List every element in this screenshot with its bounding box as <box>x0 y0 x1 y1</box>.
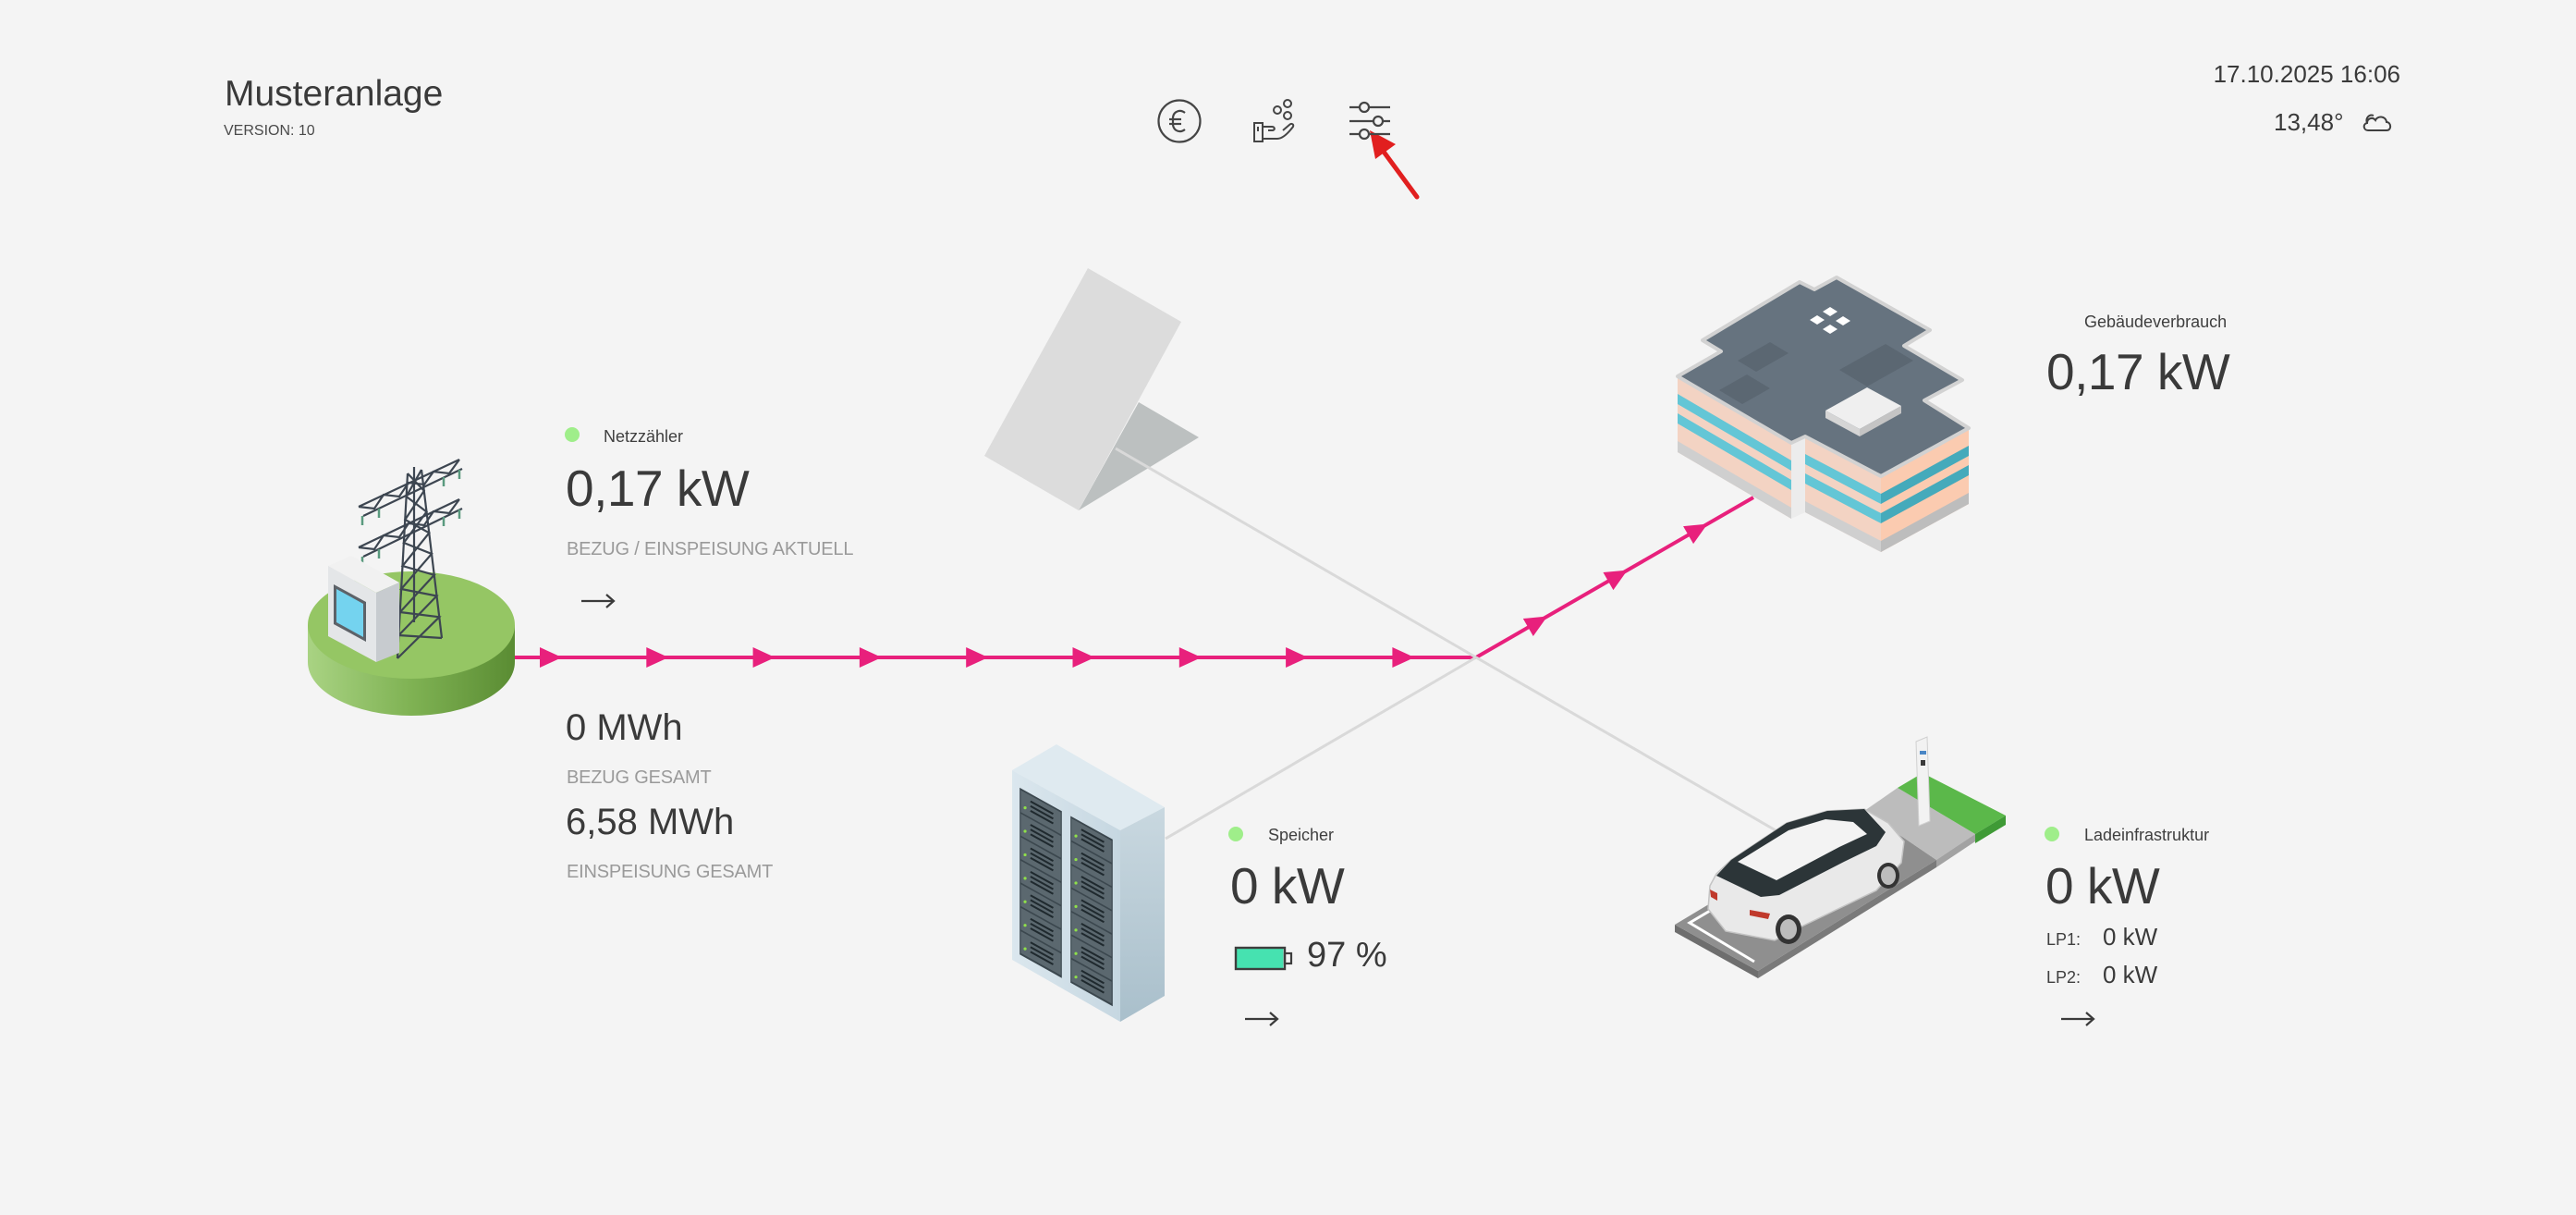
flow-line-solar-junction <box>1115 447 1477 659</box>
battery-power-value: 0 kW <box>1230 857 1345 914</box>
grid-meter-label: Netzzähler <box>604 427 684 446</box>
flow-line-battery-junction <box>1165 656 1477 841</box>
battery-racks <box>1019 787 1113 1007</box>
charging-station-illustration <box>1675 736 2006 978</box>
building-illustration <box>1676 276 1971 552</box>
flow-direction-arrow <box>1603 570 1628 591</box>
battery-led <box>1074 928 1078 932</box>
battery-level-fill <box>1236 948 1284 969</box>
flow-direction-arrow <box>966 647 989 668</box>
electric-car-icon <box>1707 808 1905 944</box>
status-dot <box>1228 827 1243 841</box>
status-dot <box>565 427 580 442</box>
sliders-icon <box>1349 101 1390 141</box>
flow-direction-arrow <box>1522 616 1548 637</box>
battery-soc-value: 97 % <box>1307 936 1387 975</box>
flow-direction-arrow <box>859 647 882 668</box>
datetime: 17.10.2025 16:06 <box>2213 60 2400 88</box>
flow-direction-arrow <box>1286 647 1309 668</box>
power-pylon-icon <box>358 459 463 659</box>
grid-power-value: 0,17 kW <box>566 460 750 517</box>
battery-led <box>1023 947 1027 951</box>
building-power-value: 0,17 kW <box>2046 343 2230 400</box>
charging-details-arrow-icon[interactable] <box>2060 1011 2097 1027</box>
grid-connection-illustration <box>308 459 515 716</box>
grid-import-caption: BEZUG GESAMT <box>567 767 712 788</box>
electricity-meter-icon <box>328 556 399 662</box>
grid-export-total: 6,58 MWh <box>566 802 735 842</box>
charging-label: Ladeinfrastruktur <box>2084 826 2210 844</box>
battery-led <box>1023 900 1027 903</box>
charging-post-icon <box>1915 736 1931 827</box>
grid-import-total: 0 MWh <box>566 707 683 748</box>
battery-level-icon <box>1234 946 1293 971</box>
battery-led <box>1074 881 1078 885</box>
temperature: 13,48° <box>2274 108 2344 136</box>
flow-line-junction-charging <box>1475 656 1776 832</box>
hand-coins-icon <box>1253 99 1295 142</box>
battery-led <box>1074 951 1078 955</box>
plant-title: Musteranlage <box>225 74 444 114</box>
flow-direction-arrow <box>1683 523 1708 545</box>
solar-panel-illustration <box>984 268 1199 510</box>
battery-led <box>1023 829 1027 833</box>
battery-label: Speicher <box>1268 826 1335 844</box>
costs-button[interactable] <box>1155 97 1203 145</box>
flow-lines <box>515 447 1776 841</box>
flow-direction-arrow <box>752 647 775 668</box>
battery-led <box>1074 976 1078 979</box>
battery-details-arrow-icon[interactable] <box>1244 1011 1281 1027</box>
savings-button[interactable] <box>1250 97 1298 145</box>
battery-led <box>1023 806 1027 810</box>
charging-point-power: 0 kW <box>2103 961 2158 988</box>
version-label: VERSION: 10 <box>224 123 315 139</box>
charging-point-label: LP2: <box>2046 968 2082 987</box>
battery-led <box>1023 877 1027 880</box>
battery-led <box>1023 853 1027 857</box>
euro-icon <box>1157 99 1202 143</box>
flow-direction-arrow <box>540 647 562 668</box>
battery-led <box>1074 857 1078 862</box>
settings-button[interactable] <box>1346 97 1394 145</box>
flow-direction-arrow <box>1072 647 1095 668</box>
charging-power-value: 0 kW <box>2045 857 2160 914</box>
battery-led <box>1074 834 1078 838</box>
charging-point-label: LP1: <box>2046 930 2082 949</box>
battery-led <box>1074 904 1078 909</box>
cloud-icon <box>2362 114 2392 131</box>
battery-led <box>1023 924 1027 927</box>
charging-point-power: 0 kW <box>2103 923 2158 951</box>
building-label: Gebäudeverbrauch <box>2084 313 2228 331</box>
grid-export-caption: EINSPEISUNG GESAMT <box>567 862 774 882</box>
grid-details-arrow-icon[interactable] <box>580 593 617 609</box>
flow-direction-arrow <box>1178 647 1202 668</box>
grid-power-caption: BEZUG / EINSPEISUNG AKTUELL <box>567 539 854 559</box>
status-dot <box>2045 827 2059 841</box>
battery-storage-illustration <box>1012 744 1165 1022</box>
annotation-arrow <box>1370 130 1420 200</box>
flow-direction-arrow <box>1392 647 1415 668</box>
flow-direction-arrow <box>646 647 669 668</box>
